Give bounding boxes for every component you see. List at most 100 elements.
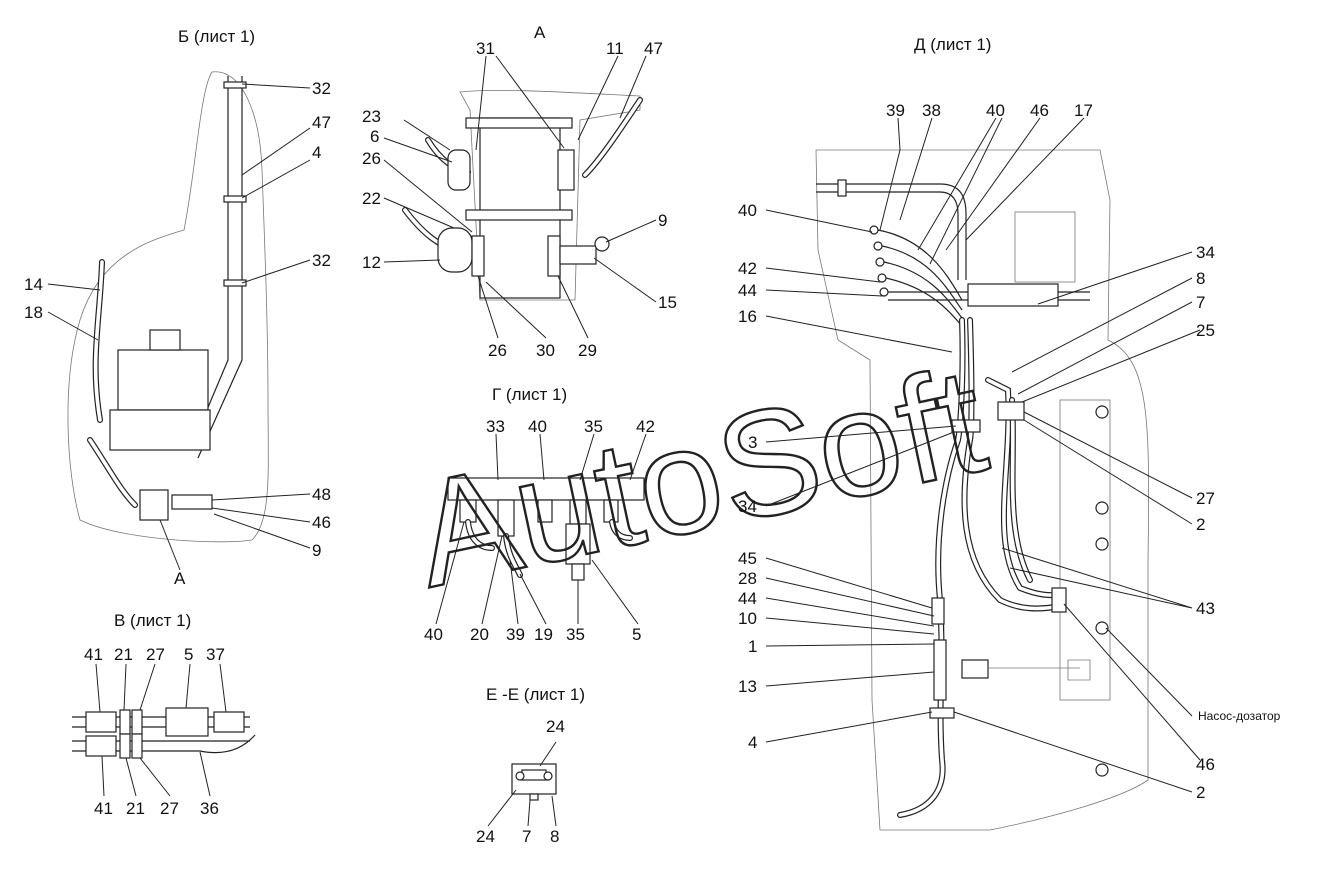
view-a-outline	[459, 89, 641, 301]
view-e-callouts: 24 24 7 8	[476, 717, 565, 846]
view-b-clamp-low	[223, 279, 247, 287]
view-d-title: Д (лист 1)	[914, 35, 991, 54]
callout: 27	[160, 799, 179, 818]
view-g-fitting-39	[537, 499, 553, 523]
callout: 46	[312, 513, 331, 532]
callout: 15	[658, 293, 677, 312]
callout: 28	[738, 569, 757, 588]
callout: 40	[424, 625, 443, 644]
view-d-clamp-4	[929, 707, 955, 719]
callout: 16	[738, 307, 757, 326]
view-b-fitting	[139, 489, 169, 521]
view-g-title: Г (лист 1)	[492, 385, 567, 404]
callout: 21	[126, 799, 145, 818]
view-d-side-panel	[1059, 399, 1111, 701]
callout: 27	[146, 645, 165, 664]
callout: 42	[636, 417, 655, 436]
view-d-box	[1014, 211, 1076, 283]
view-d-frame	[815, 149, 1150, 831]
callout: 11	[606, 39, 624, 58]
view-d	[815, 149, 1150, 831]
callout: 2	[1196, 515, 1205, 534]
view-e-bolt-right	[543, 771, 553, 781]
callout: 46	[1196, 755, 1215, 774]
view-d-fitting-45	[931, 597, 945, 625]
callout: 47	[644, 39, 663, 58]
watermark: AutoSoft	[401, 335, 999, 619]
callout: 24	[476, 827, 495, 846]
view-e-clamp	[521, 769, 547, 781]
callout: 6	[370, 127, 379, 146]
callout: 4	[748, 733, 757, 752]
callout: 35	[566, 625, 585, 644]
view-b-marker-a: А	[174, 569, 186, 588]
view-d-bolt	[1095, 405, 1109, 419]
callout: 34	[1196, 243, 1215, 262]
callout: 26	[488, 341, 507, 360]
view-d-pump-doser	[961, 659, 989, 679]
callout: 1	[748, 637, 757, 656]
view-v-nut-21-top	[119, 709, 131, 735]
view-v-hose-41-bot	[85, 735, 117, 757]
view-d-bracket-34	[967, 283, 1059, 307]
callout: 32	[312, 79, 331, 98]
callout: 25	[1196, 321, 1215, 340]
callout: 43	[1196, 599, 1215, 618]
callout: 10	[738, 609, 757, 628]
callout: 22	[362, 189, 381, 208]
callout: 20	[470, 625, 489, 644]
view-e-nut	[529, 793, 539, 801]
view-g-valve-5	[565, 523, 591, 565]
view-v-adapter-5	[165, 707, 209, 737]
view-d-tube-13	[933, 639, 947, 701]
view-e	[511, 763, 557, 801]
view-b-clamp-mid	[223, 195, 247, 203]
view-a-flange-top	[465, 117, 573, 129]
callout: 14	[24, 275, 43, 294]
callout: 47	[312, 113, 331, 132]
callout: 37	[206, 645, 225, 664]
view-a-flange-26	[471, 235, 485, 277]
view-a-fitting-15	[559, 245, 597, 265]
callout: 8	[1196, 269, 1205, 288]
callout: 42	[738, 259, 757, 278]
callout: 35	[584, 417, 603, 436]
callout: 32	[312, 251, 331, 270]
view-v-nut-21-bot	[119, 733, 131, 759]
view-a-valve-9	[594, 236, 610, 252]
view-d-clamp-top	[837, 179, 847, 197]
callout: 12	[362, 253, 381, 272]
callout: 31	[476, 39, 495, 58]
callout: 2	[1196, 783, 1205, 802]
view-d-fitting-40	[869, 225, 879, 235]
callout: 44	[738, 589, 757, 608]
callout: 18	[24, 303, 43, 322]
view-a-flange-29	[547, 235, 561, 277]
leader-lines	[47, 55, 1201, 827]
view-a-port-23	[447, 149, 471, 191]
view-v-callouts: 41 21 27 5 37 41 21 27 36	[84, 645, 225, 818]
view-g-callouts: 33 40 35 42 40 20 39 19 35 5	[424, 417, 655, 644]
callout: 19	[534, 625, 553, 644]
callout: 21	[114, 645, 133, 664]
callout: 30	[536, 341, 555, 360]
callout: 29	[578, 341, 597, 360]
callout: 36	[200, 799, 219, 818]
view-a-title: А	[534, 23, 546, 42]
view-b-valve	[171, 494, 213, 510]
callout: 7	[1196, 293, 1205, 312]
callout: 41	[94, 799, 113, 818]
callout: 40	[986, 101, 1005, 120]
view-v-nut-27-bot	[131, 733, 143, 759]
view-b	[67, 71, 269, 543]
view-b-clamp-top	[223, 81, 247, 89]
view-d-callouts: 39 38 40 46 17 40 34 42 8 44 7 16 25 3 2…	[738, 101, 1215, 802]
view-b-outline	[67, 71, 269, 543]
callout: 9	[658, 211, 667, 230]
view-b-pump-base	[109, 409, 211, 451]
view-v-title: В (лист 1)	[114, 611, 191, 630]
view-b-callouts: 32 47 4 32 14 18 48 46 9	[24, 79, 331, 560]
callout: 7	[522, 827, 531, 846]
callout: 38	[922, 101, 941, 120]
